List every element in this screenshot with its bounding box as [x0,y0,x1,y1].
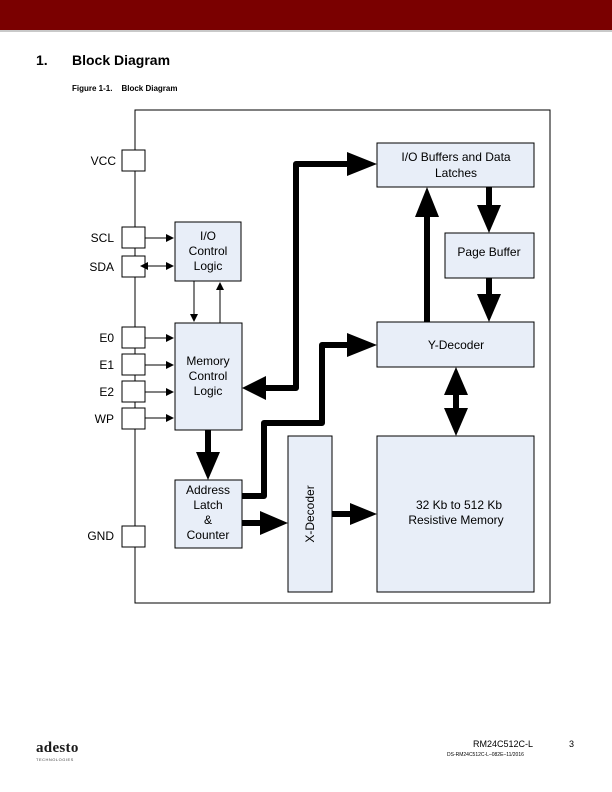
pin-gnd-box [121,525,146,548]
memory-array-label-1: 32 Kb to 512 Kb [416,498,502,512]
pin-e1-box [121,353,146,376]
figure-label: Figure 1-1. [72,84,113,93]
pin-vcc-box [121,149,146,172]
arrowhead-ydecoder-down [477,294,501,322]
memory-control-label-1: Memory [186,354,229,368]
pin-sda-label: SDA [89,260,114,274]
footer-doc-id: DS-RM24C512C-L–082E–11/2016 [447,752,524,758]
arrowhead-xdecoder-in [260,511,288,535]
footer-part-number: RM24C512C-L [473,739,534,749]
figure-title: Block Diagram [121,84,178,93]
pin-scl-label: SCL [91,231,115,245]
pin-wp-box [121,407,146,430]
arrowhead-ydecoder-in [347,333,377,357]
section-number: 1. [36,52,48,68]
logo-main: adesto [36,740,79,756]
y-decoder-label: Y-Decoder [428,338,484,352]
io-buffers-label-1: I/O Buffers and Data [401,150,510,164]
arrowhead-iobuffer-in [347,152,377,176]
io-buffers-label-2: Latches [435,166,477,180]
header-divider [0,30,612,32]
pin-vcc-label: VCC [91,154,117,168]
logo-wordmark: adesto [36,740,79,757]
addrlatch-ydecoder-bus [242,342,352,499]
pin-sda-box [121,255,146,278]
memory-array-label-2: Resistive Memory [408,513,503,527]
io-control-logic-block [174,221,242,282]
address-latch-label-3: & [204,513,212,527]
page-buffer-label: Page Buffer [457,245,520,259]
arrowhead-addrlatch-down [196,452,220,480]
io-buffers-block [376,142,535,188]
x-decoder-block [287,435,333,593]
adesto-logo: adesto TECHNOLOGIES [36,740,79,762]
pin-e0-box [121,326,146,349]
pin-e2-box [121,380,146,403]
memctrl-iobuffer-bus [262,161,352,391]
address-latch-block [174,479,243,549]
address-latch-label-2: Latch [193,498,222,512]
pin-e0-label: E0 [99,331,114,345]
header-bar [0,0,612,30]
pin-gnd-label: GND [87,529,114,543]
address-latch-label-4: Counter [187,528,230,542]
logo-subtitle: TECHNOLOGIES [36,757,74,762]
io-control-label-2: Control [189,244,228,258]
memory-array-block [376,435,535,593]
pin-e2-label: E2 [99,385,114,399]
x-decoder-label: X-Decoder [303,485,317,542]
arrowhead-memory-down [444,408,468,436]
address-latch-label-1: Address [186,483,230,497]
pin-wp-label: WP [95,412,114,426]
memory-control-logic-block [174,322,243,431]
arrowhead-iobuffer-up [415,187,439,217]
arrowhead-pagebuffer-down [477,205,501,233]
io-control-label-3: Logic [194,259,223,273]
memory-control-label-3: Logic [194,384,223,398]
io-control-label-1: I/O [200,229,216,243]
figure-caption: Figure 1-1. Block Diagram [72,84,177,93]
footer-page-number: 3 [569,739,575,749]
arrowhead-memctrl-left [242,376,266,400]
pin-e1-label: E1 [99,358,114,372]
memory-control-label-2: Control [189,369,228,383]
y-decoder-block [376,321,535,368]
section-title: Block Diagram [72,52,171,68]
page-buffer-block [444,232,535,279]
pin-scl-box [121,226,146,249]
arrowhead-ydecoder-up [444,367,468,395]
arrowhead-memory-in [350,503,377,525]
